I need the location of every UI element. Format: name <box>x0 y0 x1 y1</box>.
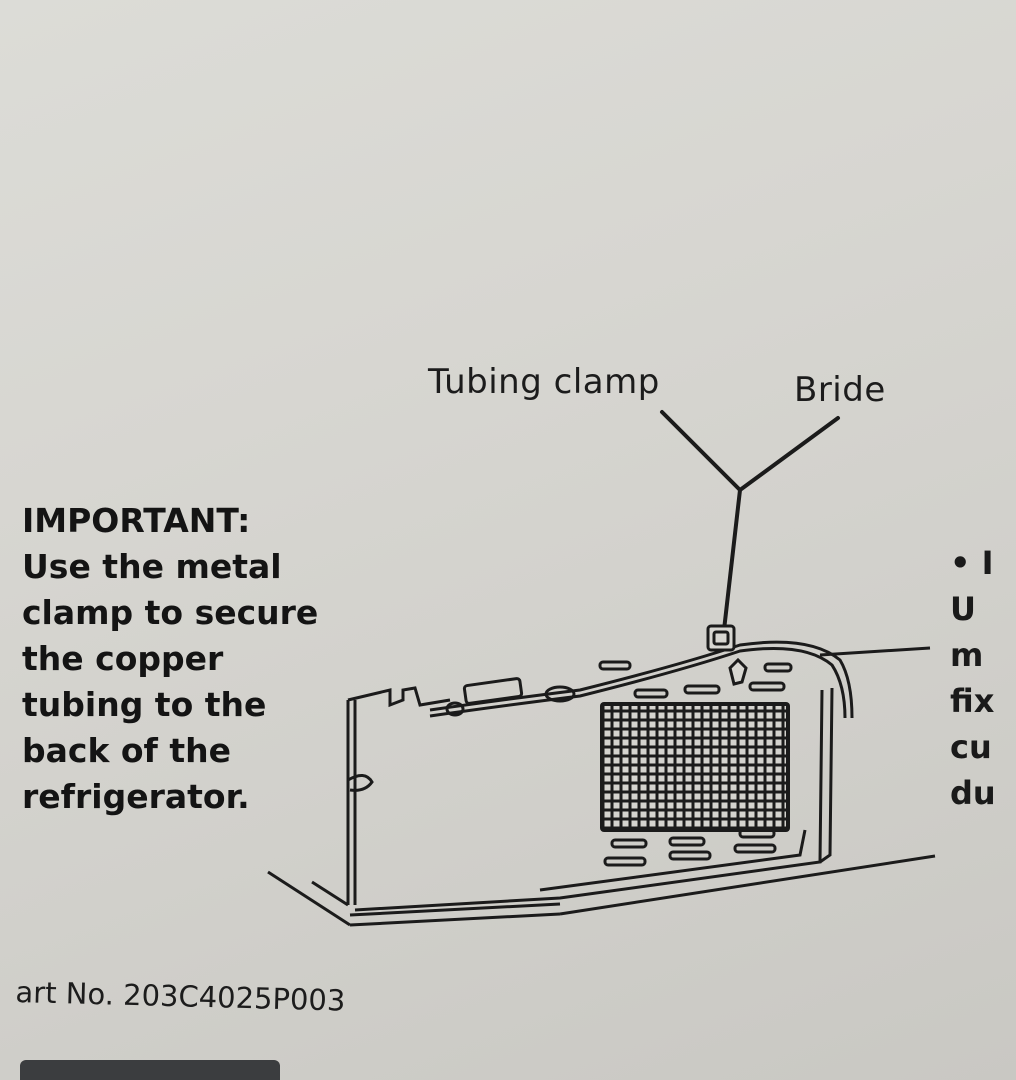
vent-slots <box>598 660 793 867</box>
french-note-cropped: • I U m fix cu du <box>950 540 1016 816</box>
important-line: clamp to secure <box>22 593 319 632</box>
french-line: m <box>950 636 984 674</box>
important-line: back of the <box>22 731 232 770</box>
french-line: • I <box>950 544 994 582</box>
copper-tubing <box>429 640 854 719</box>
important-line: refrigerator. <box>22 777 250 816</box>
background-object <box>20 1060 280 1080</box>
french-line: du <box>950 774 996 812</box>
french-line: fix <box>950 682 995 720</box>
important-heading: IMPORTANT: <box>22 501 251 540</box>
important-line: tubing to the <box>22 685 267 724</box>
refrigerator-panel <box>346 646 931 912</box>
french-line: cu <box>950 728 992 766</box>
bride-label: Bride <box>794 370 886 410</box>
important-note: IMPORTANT: Use the metal clamp to secure… <box>22 498 352 820</box>
compressor-grille <box>600 702 790 832</box>
french-line: U <box>950 590 976 628</box>
important-line: the copper <box>22 639 224 678</box>
callout-leader-lines <box>660 410 840 632</box>
tubing-clamp-part <box>706 624 748 686</box>
important-line: Use the metal <box>22 547 282 586</box>
tubing-clamp-label: Tubing clamp <box>428 362 660 402</box>
floor-lines <box>267 854 936 927</box>
